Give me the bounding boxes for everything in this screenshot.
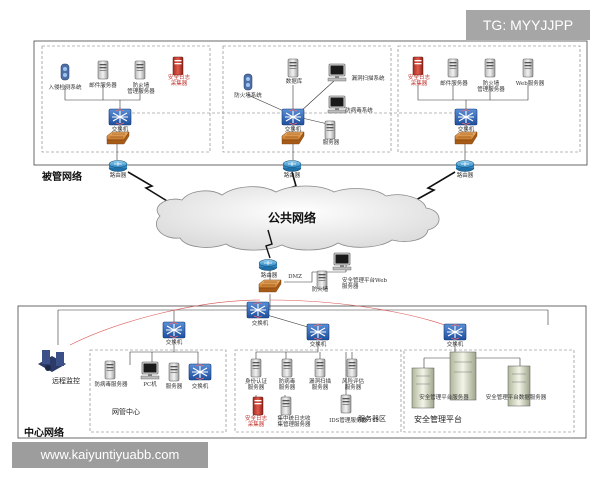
watermark-url: www.kaiyuntiyuabb.com xyxy=(12,442,208,468)
server-area-title: 服务器区 xyxy=(358,415,386,423)
public-network-cloud xyxy=(155,185,440,251)
cloud-label: 公共网络 xyxy=(268,211,317,225)
remote-monitor-icon[interactable] xyxy=(38,350,66,372)
router-icon[interactable] xyxy=(455,160,475,172)
label-risk-server: 风险评估 服务器 xyxy=(341,379,364,391)
router-icon[interactable] xyxy=(282,160,302,172)
mgmt-center-title: 网管中心 xyxy=(112,408,140,416)
label-switch: 交换机 xyxy=(457,127,475,133)
mail-server-icon[interactable] xyxy=(447,58,459,78)
label-web-server: 安全管理平台Web 服务器 xyxy=(342,278,387,290)
label-database: 数据库 xyxy=(285,79,303,85)
label-server: 服务器 xyxy=(322,140,340,146)
log-collector-icon[interactable] xyxy=(172,56,184,76)
label-firewall-system: 防火墙系统 xyxy=(234,93,262,99)
firewall-mgmt-server-icon[interactable] xyxy=(484,58,496,78)
mgmt-switch-icon[interactable] xyxy=(162,321,186,339)
top-group-2 xyxy=(243,58,347,172)
platform-title: 安全管理平台 xyxy=(414,415,462,424)
firewall-mgmt-server-icon[interactable] xyxy=(134,60,146,80)
vuln-scan-server-icon[interactable] xyxy=(314,358,326,378)
firewall-icon[interactable] xyxy=(106,131,130,145)
label-switch: 交换机 xyxy=(111,127,129,133)
label-ids: 入侵检测系统 xyxy=(48,85,82,91)
core-switch-icon[interactable] xyxy=(246,301,270,319)
ids-mgmt-server-icon[interactable] xyxy=(340,394,352,414)
label-log-collector: 安全日志 采集器 xyxy=(407,75,430,87)
label-platform-data-server: 安全管理平台数据服务器 xyxy=(485,395,547,401)
label-core-switch: 交换机 xyxy=(251,321,269,327)
label-mail-server: 邮件服务器 xyxy=(89,83,117,89)
label-switch: 交换机 xyxy=(165,340,183,346)
label-antivirus-server: 防病毒服务器 xyxy=(94,382,128,388)
gateway-area xyxy=(258,229,352,305)
label-dmz: DMZ xyxy=(288,274,302,280)
center-region-label: 中心网络 xyxy=(24,428,64,439)
center-devices xyxy=(38,301,531,416)
platform-switch-icon[interactable] xyxy=(443,323,467,341)
label-antivirus: 防病毒系统 xyxy=(345,108,373,114)
database-server-icon[interactable] xyxy=(287,58,299,78)
platform-server-icon[interactable] xyxy=(411,351,531,409)
router-icon[interactable] xyxy=(258,259,278,271)
label-ids-mgmt-server: IDS管理服务器 xyxy=(329,418,367,424)
label-switch: 交换机 xyxy=(191,384,209,390)
label-router: 路由器 xyxy=(456,173,474,179)
switch-icon[interactable] xyxy=(188,363,212,381)
switch-icon[interactable] xyxy=(108,108,132,126)
firewall-icon[interactable] xyxy=(281,131,305,145)
vuln-scan-pc-icon[interactable] xyxy=(327,63,347,82)
label-router: 路由器 xyxy=(260,273,278,279)
watermark-tg: TG: MYYJJPP xyxy=(466,10,590,40)
server-icon[interactable] xyxy=(168,362,180,382)
label-log-collector: 安全日志 采集器 xyxy=(167,75,190,87)
label-switch: 交换机 xyxy=(309,342,327,348)
label-platform-server: 安全管理平台服务器 xyxy=(419,395,469,401)
label-fw-mgmt-server: 防火墙 管理服务器 xyxy=(127,83,155,95)
top-region-label: 被管网络 xyxy=(42,172,82,183)
label-auth-server: 身份认证 服务器 xyxy=(244,379,267,391)
label-log-collector: 安全日志 采集器 xyxy=(244,416,267,428)
switch-icon[interactable] xyxy=(281,108,305,126)
auth-server-icon[interactable] xyxy=(250,358,262,378)
pc-icon[interactable] xyxy=(332,252,352,271)
label-switch: 交换机 xyxy=(446,342,464,348)
label-vuln-scan: 漏洞扫描系统 xyxy=(351,76,385,82)
log-collector-icon[interactable] xyxy=(412,56,424,76)
label-log-mgmt-server: 集中统日志收 集管理服务器 xyxy=(277,416,311,428)
server-switch-icon[interactable] xyxy=(306,323,330,341)
firewall-icon[interactable] xyxy=(258,279,282,293)
pc-icon[interactable] xyxy=(140,361,160,380)
label-fw-mgmt-server: 防火墙 管理服务器 xyxy=(477,81,505,93)
web-server-icon[interactable] xyxy=(522,58,534,78)
label-remote-monitor: 远程监控 xyxy=(52,377,80,385)
firewall-system-icon[interactable] xyxy=(243,73,253,91)
label-router: 路由器 xyxy=(283,173,301,179)
label-firewall: 防火墙 xyxy=(311,287,329,293)
risk-server-icon[interactable] xyxy=(346,358,358,378)
label-pc: PC机 xyxy=(143,382,157,388)
top-region xyxy=(33,40,588,166)
label-antivirus-server: 防病毒 服务器 xyxy=(278,379,296,391)
log-collector-icon[interactable] xyxy=(252,396,264,416)
label-mail-server: 邮件服务器 xyxy=(440,81,468,87)
server-icon[interactable] xyxy=(324,120,336,140)
ids-icon[interactable] xyxy=(60,63,70,81)
firewall-icon[interactable] xyxy=(454,131,478,145)
label-router: 路由器 xyxy=(109,173,127,179)
label-switch: 交换机 xyxy=(284,127,302,133)
mail-server-icon[interactable] xyxy=(97,60,109,80)
label-server: 服务器 xyxy=(165,384,183,390)
switch-icon[interactable] xyxy=(454,108,478,126)
label-vuln-scan-server: 漏洞扫描 服务器 xyxy=(308,379,331,391)
router-icon[interactable] xyxy=(108,160,128,172)
center-region xyxy=(17,299,587,439)
label-web-server: Web服务器 xyxy=(515,81,545,87)
antivirus-server-icon[interactable] xyxy=(281,358,293,378)
antivirus-server-icon[interactable] xyxy=(104,360,116,380)
log-mgmt-server-icon[interactable] xyxy=(280,396,292,416)
